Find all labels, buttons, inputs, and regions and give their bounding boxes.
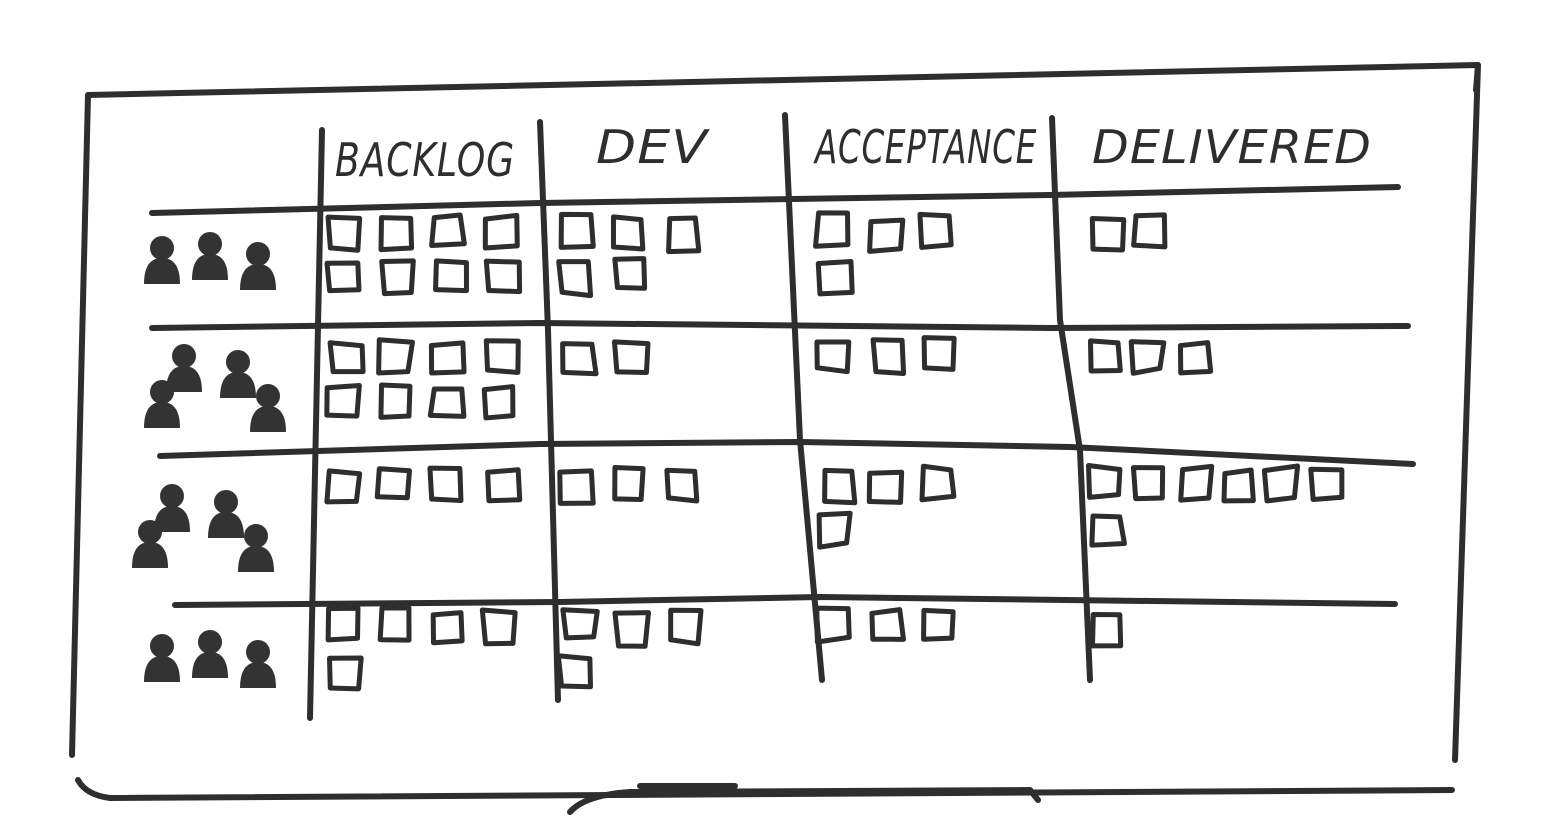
task-card xyxy=(664,467,700,504)
task-card xyxy=(428,340,467,376)
person-icon xyxy=(144,634,180,682)
task-card xyxy=(1221,467,1256,504)
task-card xyxy=(1130,465,1166,502)
task-card xyxy=(869,607,907,642)
task-card xyxy=(325,214,363,253)
column-divider xyxy=(307,127,325,721)
task-card xyxy=(378,215,415,253)
task-card xyxy=(1261,463,1301,504)
task-card xyxy=(612,465,646,502)
task-card xyxy=(866,469,905,505)
task-card xyxy=(921,335,957,372)
column-header-backlog: BACKLOG xyxy=(335,133,515,187)
task-card xyxy=(611,339,651,376)
task-card xyxy=(483,258,523,295)
column-header-dev: DEV xyxy=(596,120,711,174)
task-card xyxy=(1308,466,1345,503)
task-card xyxy=(560,607,600,641)
task-card xyxy=(427,465,464,504)
task-card xyxy=(612,256,648,291)
person-icon xyxy=(220,350,256,398)
task-card xyxy=(1087,338,1123,374)
task-card xyxy=(556,259,594,299)
task-card xyxy=(1086,462,1123,500)
row-divider xyxy=(149,320,1411,331)
task-card xyxy=(1089,216,1127,253)
team-of-4-icon xyxy=(132,484,274,572)
person-icon xyxy=(132,520,168,568)
column-header-acceptance: ACCEPTANCE xyxy=(813,120,1037,174)
task-card xyxy=(1178,463,1215,503)
task-card xyxy=(1090,612,1124,649)
person-icon xyxy=(154,484,190,532)
task-card xyxy=(557,468,596,506)
task-card xyxy=(481,384,516,421)
person-icon xyxy=(250,384,286,432)
task-card xyxy=(815,259,855,297)
task-card xyxy=(429,212,467,249)
person-icon xyxy=(192,630,228,678)
task-card xyxy=(325,605,361,643)
task-card xyxy=(479,607,518,647)
board-frame xyxy=(69,62,1481,801)
task-card xyxy=(482,212,520,251)
person-icon xyxy=(208,490,244,538)
row-divider xyxy=(172,594,1398,608)
task-card xyxy=(558,211,596,250)
task-card xyxy=(1089,513,1127,548)
task-card xyxy=(374,466,412,501)
task-card xyxy=(1131,212,1168,250)
person-icon xyxy=(144,236,180,284)
person-icon xyxy=(192,232,228,280)
task-card xyxy=(560,341,599,377)
column-divider xyxy=(1049,115,1093,683)
task-cards xyxy=(324,210,1345,692)
task-card xyxy=(816,510,853,550)
task-card xyxy=(376,337,415,376)
task-card xyxy=(327,340,366,375)
task-card xyxy=(814,605,852,645)
person-icon xyxy=(238,524,274,572)
row-divider xyxy=(149,184,1401,216)
column-divider xyxy=(537,119,561,703)
task-card xyxy=(921,607,956,642)
team-icons xyxy=(132,232,286,688)
task-card xyxy=(324,260,362,294)
task-card xyxy=(666,215,702,255)
task-card xyxy=(1128,339,1167,376)
task-card xyxy=(327,655,364,692)
team-of-3-icon xyxy=(144,232,276,290)
task-card xyxy=(433,258,469,294)
person-icon xyxy=(240,242,276,290)
team-of-3-icon xyxy=(144,630,276,688)
task-card xyxy=(379,258,416,297)
task-card xyxy=(483,338,521,375)
task-card xyxy=(1177,340,1214,376)
row-divider xyxy=(157,439,1416,467)
task-card xyxy=(430,610,465,646)
task-card xyxy=(919,463,957,503)
task-card xyxy=(378,382,413,420)
board-stand xyxy=(567,783,1041,815)
task-card xyxy=(485,467,523,504)
team-of-4-icon xyxy=(144,344,286,432)
task-card xyxy=(917,211,954,250)
task-card xyxy=(814,339,852,375)
task-card xyxy=(377,605,412,643)
task-card xyxy=(822,467,858,506)
person-icon xyxy=(166,344,202,392)
task-card xyxy=(324,382,362,419)
person-icon xyxy=(240,640,276,688)
task-card xyxy=(612,610,651,649)
task-card xyxy=(867,217,906,254)
task-card xyxy=(813,210,851,249)
task-card xyxy=(427,386,467,419)
task-card xyxy=(870,337,907,376)
column-header-delivered: DELIVERED xyxy=(1092,120,1372,174)
task-card xyxy=(668,607,704,647)
task-card xyxy=(610,214,646,252)
task-card xyxy=(324,468,363,505)
task-card xyxy=(555,653,593,690)
